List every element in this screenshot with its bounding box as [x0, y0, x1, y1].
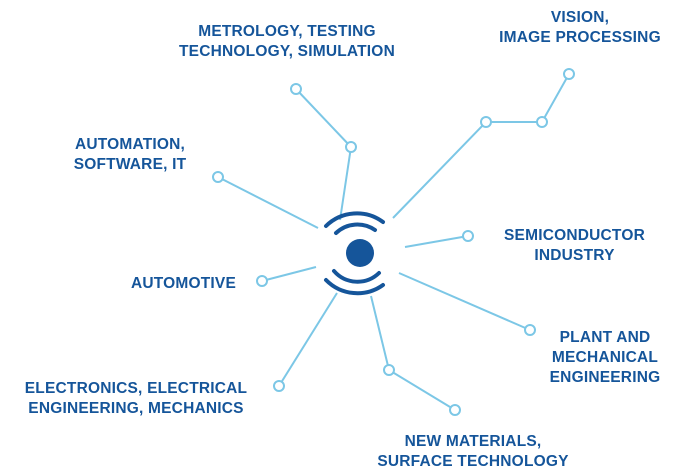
- label-line: PLANT AND: [559, 329, 651, 346]
- connector-nodes: [212, 68, 575, 416]
- hub-inner-arc-bottom: [332, 269, 381, 284]
- label-automation-software-it: AUTOMATION, SOFTWARE, IT: [40, 135, 220, 175]
- label-line: SURFACE TECHNOLOGY: [377, 453, 569, 470]
- connector-line-vision: [392, 73, 570, 219]
- label-line: INDUSTRY: [534, 247, 615, 264]
- label-automotive: AUTOMOTIVE: [60, 274, 236, 294]
- connector-node-materials-1: [383, 364, 395, 376]
- connector-line-automotive: [261, 266, 317, 282]
- hub-outer-arc-bottom: [324, 278, 385, 296]
- connector-line-automation: [217, 176, 319, 229]
- connector-line-electronics: [278, 292, 338, 387]
- label-line: IMAGE PROCESSING: [499, 29, 661, 46]
- connector-node-electronics-1: [273, 380, 285, 392]
- label-line: METROLOGY, TESTING: [198, 23, 376, 40]
- connector-node-semiconductor-1: [462, 230, 474, 242]
- hub-center-dot: [346, 239, 374, 267]
- label-electronics-electrical: ELECTRONICS, ELECTRICAL ENGINEERING, MEC…: [0, 379, 272, 419]
- connector-node-automotive-1: [256, 275, 268, 287]
- label-new-materials-surface: NEW MATERIALS, SURFACE TECHNOLOGY: [353, 432, 593, 472]
- hub-inner-arc-top: [334, 222, 377, 235]
- connector-lines: [217, 73, 570, 411]
- label-vision-image-processing: VISION, IMAGE PROCESSING: [470, 8, 690, 48]
- connector-node-automation-1: [212, 171, 224, 183]
- connector-node-vision-3: [563, 68, 575, 80]
- label-line: AUTOMOTIVE: [130, 275, 236, 292]
- label-line: VISION,: [550, 9, 610, 26]
- connector-line-materials: [370, 295, 456, 411]
- connector-node-materials-2: [449, 404, 461, 416]
- label-line: NEW MATERIALS,: [404, 433, 542, 450]
- label-line: SEMICONDUCTOR: [504, 227, 645, 244]
- connector-line-plant: [398, 272, 531, 331]
- label-line: TECHNOLOGY, SIMULATION: [179, 43, 395, 60]
- connector-node-vision-2: [536, 116, 548, 128]
- label-line: MECHANICAL: [551, 349, 659, 366]
- connector-node-vision-1: [480, 116, 492, 128]
- connector-node-metrology-2: [290, 83, 302, 95]
- hub-icon: [324, 211, 385, 296]
- label-semiconductor-industry: SEMICONDUCTOR INDUSTRY: [482, 226, 667, 266]
- connector-line-semiconductor: [404, 235, 469, 248]
- label-line: SOFTWARE, IT: [73, 156, 187, 173]
- label-metrology-testing: METROLOGY, TESTING TECHNOLOGY, SIMULATIO…: [142, 22, 432, 62]
- label-line: AUTOMATION,: [74, 136, 186, 153]
- connector-node-metrology-1: [345, 141, 357, 153]
- connector-node-plant-1: [524, 324, 536, 336]
- label-line: ELECTRONICS, ELECTRICAL: [24, 380, 248, 397]
- label-plant-mechanical-engineering: PLANT AND MECHANICAL ENGINEERING: [530, 328, 680, 388]
- hub-outer-arc-top: [324, 211, 385, 228]
- connector-line-metrology: [295, 88, 352, 221]
- label-line: ENGINEERING: [549, 369, 661, 386]
- label-line: ENGINEERING, MECHANICS: [28, 400, 244, 417]
